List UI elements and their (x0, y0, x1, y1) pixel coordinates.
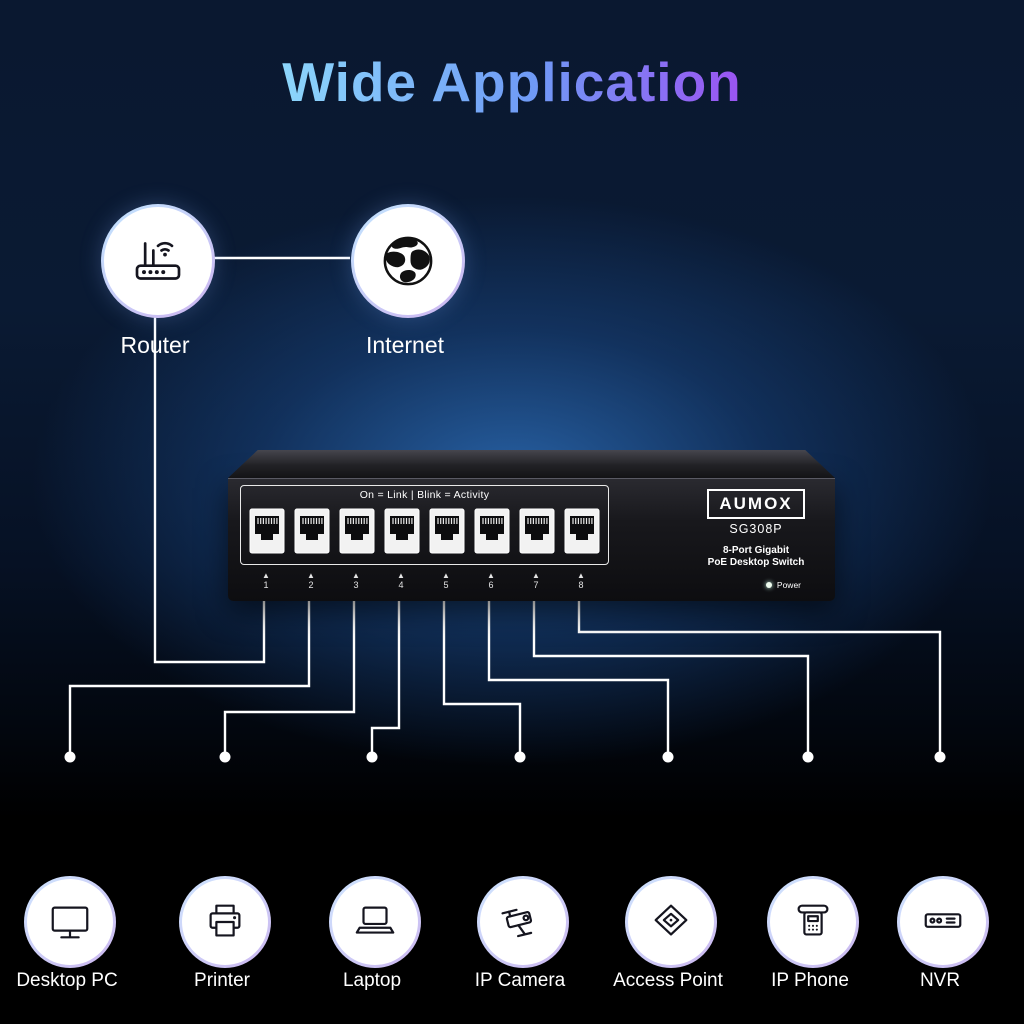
cable-endpoint-dot (662, 751, 674, 763)
brand-logo: AUMOX (707, 489, 805, 519)
cable-port7-ip-phone (532, 600, 810, 752)
port-arrow-icon: ▲ (262, 571, 270, 580)
device-label: Desktop PC (16, 970, 118, 991)
router-label: Router (120, 332, 190, 358)
ethernet-port-icon (519, 508, 555, 554)
cable-port2-desktop-pc (68, 600, 311, 752)
cable-port3-printer (223, 600, 356, 752)
port-arrow-icon: ▲ (487, 571, 495, 580)
ethernet-port-icon (474, 508, 510, 554)
device-label: IP Phone (771, 970, 849, 991)
port-number: ▲8 (563, 571, 599, 590)
cable-endpoint-dot (802, 751, 814, 763)
ethernet-port-icon (384, 508, 420, 554)
port-arrow-icon: ▲ (577, 571, 585, 580)
port-number: ▲4 (383, 571, 419, 590)
access-point-icon (654, 904, 688, 936)
cable-endpoint-dot (934, 751, 946, 763)
port-numbers-row: ▲1 ▲2 ▲3 ▲4 ▲5 ▲6 ▲7 ▲8 (248, 571, 599, 590)
power-led (765, 582, 772, 588)
port-arrow-icon: ▲ (532, 571, 540, 580)
ethernet-port-icon (564, 508, 600, 554)
port-arrow-icon: ▲ (442, 571, 450, 580)
device-laptop (329, 876, 421, 968)
device-label: Laptop (342, 970, 402, 991)
port-number: ▲1 (248, 571, 284, 590)
power-indicator: Power (765, 580, 801, 590)
port-number: ▲7 (518, 571, 554, 590)
port-panel: On = Link | Blink = Activity (240, 485, 609, 565)
port-number: ▲5 (428, 571, 464, 590)
router-icon (135, 241, 181, 280)
switch-top-face (228, 450, 835, 478)
ip-phone-icon (797, 904, 829, 936)
device-access-point (625, 876, 717, 968)
laptop-icon (355, 906, 395, 934)
ports-row (249, 508, 600, 554)
globe-icon (383, 236, 433, 286)
cable-endpoint-dot (219, 751, 231, 763)
cable-endpoint-dot (514, 751, 526, 763)
device-nvr (897, 876, 989, 968)
port-arrow-icon: ▲ (352, 571, 360, 580)
port-number: ▲3 (338, 571, 374, 590)
device-printer (179, 876, 271, 968)
cable-port4-laptop (370, 600, 401, 752)
cable-port5-ip-camera (442, 600, 522, 752)
ethernet-port-icon (429, 508, 465, 554)
router-node (101, 204, 215, 318)
port-arrow-icon: ▲ (397, 571, 405, 580)
page-title: Wide Application (0, 50, 1024, 114)
nvr-icon (924, 913, 962, 928)
internet-node (351, 204, 465, 318)
device-label: Printer (194, 970, 250, 991)
device-ip-camera (477, 876, 569, 968)
device-ip-phone (767, 876, 859, 968)
port-number: ▲2 (293, 571, 329, 590)
desktop-pc-icon (51, 906, 89, 939)
device-label: Access Point (613, 970, 723, 991)
cable-port8-nvr (577, 600, 942, 752)
port-arrow-icon: ▲ (307, 571, 315, 580)
ip-camera-icon (501, 908, 533, 938)
switch-description: 8-Port Gigabit PoE Desktop Switch (707, 545, 805, 568)
cable-endpoint-dot (366, 751, 378, 763)
printer-icon (209, 904, 241, 937)
device-desktop-pc (24, 876, 116, 968)
internet-label: Internet (366, 332, 444, 358)
ethernet-port-icon (294, 508, 330, 554)
cable-port6-access-point (487, 600, 670, 752)
model-number: SG308P (729, 522, 783, 536)
power-label: Power (776, 580, 801, 590)
device-label: IP Camera (474, 970, 566, 991)
ethernet-port-icon (249, 508, 285, 554)
device-label: NVR (919, 970, 961, 991)
cable-port1-router (153, 316, 266, 664)
port-number: ▲6 (473, 571, 509, 590)
ethernet-port-icon (339, 508, 375, 554)
cable-endpoint-dot (64, 751, 76, 763)
led-legend: On = Link | Blink = Activity (359, 489, 490, 501)
poe-switch: On = Link | Blink = Activity ▲1 ▲2 ▲3 ▲4… (228, 478, 835, 601)
